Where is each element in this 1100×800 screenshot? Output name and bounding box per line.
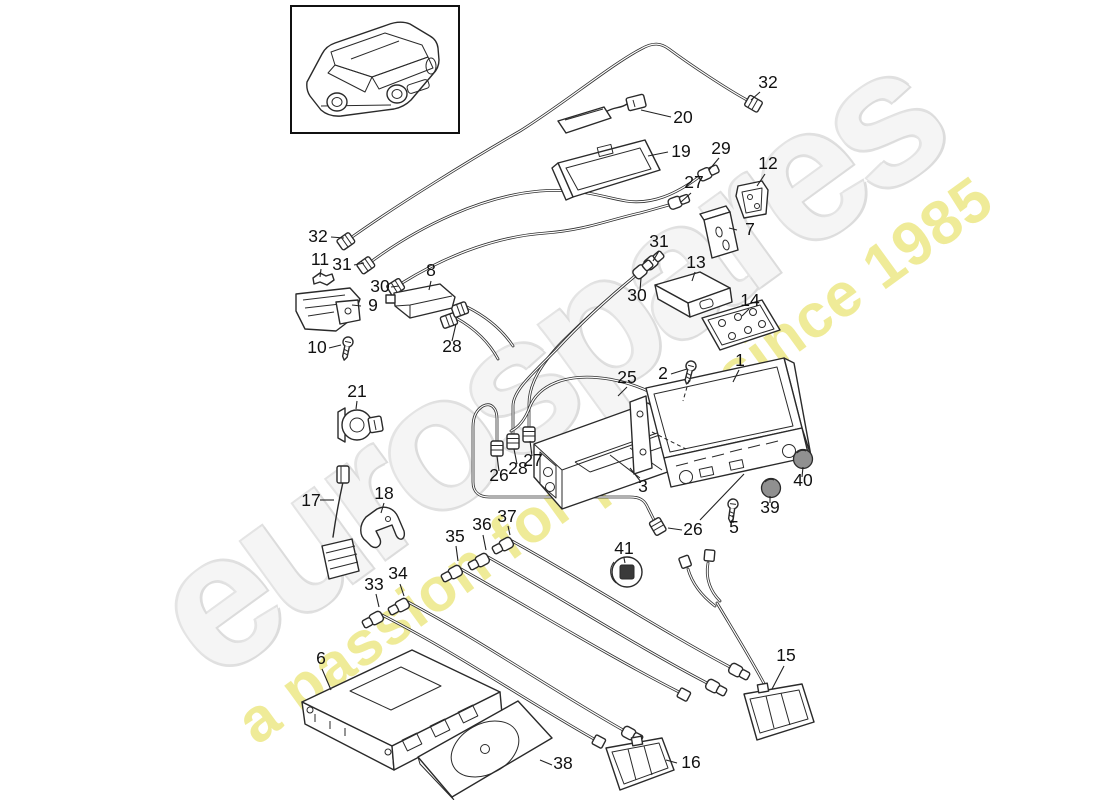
assembly-dash-3 bbox=[651, 431, 687, 450]
callout-17: 17 bbox=[301, 490, 320, 510]
cable-harness bbox=[332, 42, 770, 741]
callout-30-right: 30 bbox=[627, 285, 647, 305]
callout-40: 40 bbox=[793, 470, 813, 490]
part-41-media-socket bbox=[610, 556, 643, 588]
callout-37: 37 bbox=[497, 506, 516, 526]
callout-30-left: 30 bbox=[370, 276, 390, 296]
part-10-screw bbox=[338, 335, 355, 362]
callout-3: 3 bbox=[638, 476, 648, 496]
callout-8: 8 bbox=[426, 260, 436, 280]
callout-11: 11 bbox=[311, 249, 329, 269]
part-6-amplifier bbox=[301, 649, 503, 771]
part-7-socket bbox=[699, 205, 739, 259]
callout-15: 15 bbox=[776, 645, 795, 665]
part-1-head-unit bbox=[629, 357, 812, 488]
callout-27-top: 27 bbox=[684, 172, 703, 192]
callout-34: 34 bbox=[388, 563, 408, 583]
part-40-knob bbox=[792, 448, 814, 470]
callout-16: 16 bbox=[681, 752, 700, 772]
callout-29: 29 bbox=[711, 138, 730, 158]
callout-31-left: 31 bbox=[332, 254, 351, 274]
leader-lines bbox=[319, 91, 804, 766]
part-17-antenna bbox=[321, 465, 360, 580]
part-15-connector-box bbox=[743, 682, 815, 741]
callout-10: 10 bbox=[307, 337, 327, 357]
callout-2: 2 bbox=[658, 363, 668, 383]
antenna-17-wire bbox=[332, 481, 344, 538]
part-14-circuit-board bbox=[701, 299, 781, 351]
callout-1: 1 bbox=[735, 350, 745, 370]
callout-38: 38 bbox=[553, 753, 572, 773]
cable-to-27 bbox=[400, 203, 671, 285]
callout-6: 6 bbox=[316, 648, 326, 668]
callout-13: 13 bbox=[686, 252, 705, 272]
part-16-connector-housing bbox=[605, 735, 675, 791]
callout-26-drop: 26 bbox=[489, 465, 508, 485]
part-9-bracket bbox=[295, 287, 361, 332]
vehicle-thumbnail bbox=[290, 5, 460, 134]
part-38-cd-case bbox=[417, 700, 553, 800]
callout-31-right: 31 bbox=[649, 231, 668, 251]
cable-28-stub-b bbox=[465, 305, 515, 348]
callout-12: 12 bbox=[758, 153, 777, 173]
callout-32-left: 32 bbox=[308, 226, 327, 246]
part-20-microphone bbox=[557, 93, 647, 134]
callout-21: 21 bbox=[347, 381, 366, 401]
callout-36: 36 bbox=[472, 514, 491, 534]
callout-28-left: 28 bbox=[442, 336, 461, 356]
callout-14: 14 bbox=[740, 290, 760, 310]
part-13-module bbox=[654, 271, 733, 318]
callout-20: 20 bbox=[673, 107, 693, 127]
part-11-clip bbox=[312, 272, 335, 286]
callout-32-top: 32 bbox=[758, 72, 777, 92]
part-19-interior-light-module bbox=[551, 139, 661, 201]
callout-19: 19 bbox=[671, 141, 690, 161]
callout-39: 39 bbox=[760, 497, 779, 517]
assembly-dash-2 bbox=[682, 379, 690, 402]
callout-41: 41 bbox=[614, 538, 633, 558]
part-12-bracket bbox=[735, 180, 769, 219]
callout-27-drop: 27 bbox=[523, 450, 542, 470]
callout-18: 18 bbox=[374, 483, 393, 503]
callout-26-right: 26 bbox=[683, 519, 702, 539]
part-39-knob bbox=[760, 477, 782, 499]
callout-35: 35 bbox=[445, 526, 464, 546]
part-8-module bbox=[385, 283, 456, 319]
callout-5: 5 bbox=[729, 517, 739, 537]
part-18-clamp-bracket bbox=[360, 506, 406, 549]
part-21-connector-barrel bbox=[337, 407, 384, 443]
assembly-line bbox=[699, 473, 745, 521]
callout-labels: 32 20 19 29 12 27 7 32 11 31 30 8 9 10 2… bbox=[301, 72, 813, 773]
callout-25: 25 bbox=[617, 367, 636, 387]
callout-7: 7 bbox=[745, 219, 755, 239]
callout-33: 33 bbox=[364, 574, 383, 594]
callout-9: 9 bbox=[368, 295, 378, 315]
callout-28-drop: 28 bbox=[508, 458, 527, 478]
cable-30-drop bbox=[511, 274, 637, 436]
